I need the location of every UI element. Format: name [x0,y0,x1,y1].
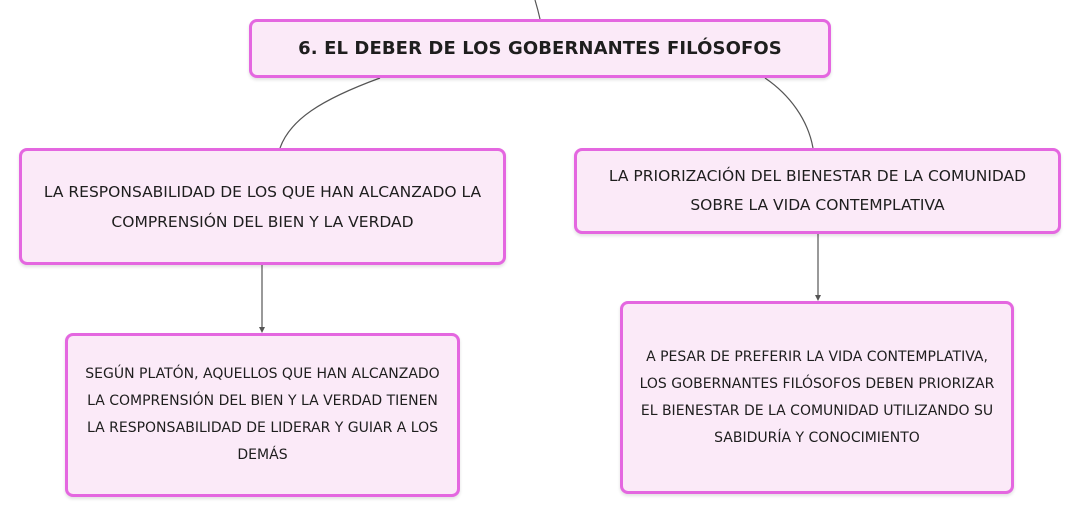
left-subtopic-text: SEGÚN PLATÓN, AQUELLOS QUE HAN ALCANZADO… [85,366,440,463]
arrowhead-left-child [259,327,265,333]
right-subtopic-node[interactable]: A PESAR DE PREFERIR LA VIDA CONTEMPLATIV… [620,301,1014,494]
left-topic-node[interactable]: LA RESPONSABILIDAD DE LOS QUE HAN ALCANZ… [19,148,506,265]
right-topic-node[interactable]: LA PRIORIZACIÓN DEL BIENESTAR DE LA COMU… [574,148,1061,234]
central-topic-node[interactable]: 6. EL DEBER DE LOS GOBERNANTES FILÓSOFOS [249,19,831,78]
left-topic-text: LA RESPONSABILIDAD DE LOS QUE HAN ALCANZ… [43,182,482,231]
left-subtopic-node[interactable]: SEGÚN PLATÓN, AQUELLOS QUE HAN ALCANZADO… [65,333,460,497]
right-subtopic-text: A PESAR DE PREFERIR LA VIDA CONTEMPLATIV… [639,348,995,446]
right-topic-text: LA PRIORIZACIÓN DEL BIENESTAR DE LA COMU… [608,167,1027,214]
arrowhead-right-child [815,295,821,301]
connector-parent-to-root [534,0,541,20]
central-topic-text: 6. EL DEBER DE LOS GOBERNANTES FILÓSOFOS [298,38,782,59]
connector-root-to-right [764,77,814,149]
connector-root-to-left [279,77,381,149]
